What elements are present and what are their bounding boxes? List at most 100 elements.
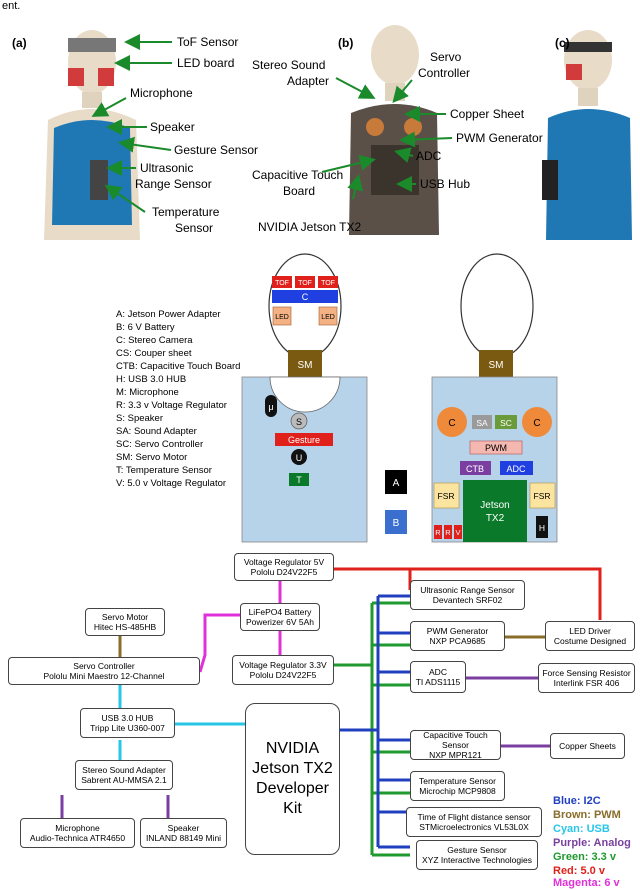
front-neckline	[269, 376, 341, 413]
temp-block: Temperature Sensor Microchip MCP9808	[410, 771, 505, 801]
label-board: Board	[283, 184, 316, 198]
back-cam-left-label: C	[448, 418, 455, 429]
back-usb-hub	[536, 516, 548, 538]
panel-b-label: (b)	[338, 36, 354, 50]
back-camera-left	[437, 407, 467, 437]
tof-label: TOF	[298, 280, 312, 287]
legend-item: Green: 3.3 v	[553, 851, 616, 863]
back-h-label: H	[539, 523, 545, 533]
block-subtitle: Pololu D24V22F5	[249, 670, 317, 680]
block-title: LiFePO4 Battery	[248, 607, 312, 617]
fsr-block: Force Sensing Resistor Interlink FSR 406	[538, 663, 635, 693]
key-item: CS: Couper sheet	[116, 348, 192, 359]
speaker-block: Speaker INLAND 88149 Mini	[140, 818, 227, 848]
jetson-line: Developer	[256, 780, 329, 797]
key-item: SM: Servo Motor	[116, 452, 188, 463]
tof-label: TOF	[275, 280, 289, 287]
key-item: SA: Sound Adapter	[116, 426, 197, 437]
key-item: T: Temperature Sensor	[116, 465, 212, 476]
label-ultrasonic: Ultrasonic	[140, 161, 194, 175]
jetson-line: NVIDIA	[265, 740, 320, 757]
back-rrv-label: R	[445, 528, 451, 537]
front-gesture	[275, 433, 333, 446]
label-sensor: Sensor	[175, 221, 214, 235]
label-nvidia-jetson: NVIDIA Jetson TX2	[258, 220, 362, 234]
tof-label: TOF	[321, 280, 335, 287]
key-item: V: 5.0 v Voltage Regulator	[116, 478, 227, 489]
block-title: Stereo Sound Adapter	[82, 765, 166, 775]
back-rrv-label: V	[455, 528, 460, 537]
copper-block: Copper Sheets	[550, 733, 625, 759]
front-camera	[272, 290, 338, 303]
tag-b	[385, 510, 407, 534]
block-title: Servo Controller	[73, 661, 135, 671]
block-subtitle: Pololu Mini Maestro 12-Channel	[43, 671, 165, 681]
block-title: Ultrasonic Range Sensor	[420, 585, 515, 595]
key-item: SC: Servo Controller	[116, 439, 204, 450]
back-sa-label: SA	[476, 418, 488, 428]
block-title: Force Sensing Resistor	[542, 668, 631, 678]
legend-item: Magenta: 6 v	[553, 877, 620, 889]
block-title: Microphone	[55, 823, 100, 833]
block-subtitle: Powerizer 6V 5Ah	[245, 617, 315, 627]
sound-adapter-block: Stereo Sound Adapter Sabrent AU-MMSA 2.1	[75, 760, 173, 790]
back-jetson-label: Jetson	[480, 500, 509, 511]
back-sc-label: SC	[500, 418, 512, 428]
led-label: LED	[321, 314, 335, 321]
legend-item: Blue: I2C	[553, 795, 601, 807]
block-subtitle: Microchip MCP9808	[419, 786, 496, 796]
block-title: Time of Flight distance sensor	[417, 812, 531, 822]
panel-c-photo	[530, 20, 635, 245]
adc-block: ADC TI ADS1115	[410, 661, 466, 693]
panel-c-label: (c)	[555, 36, 570, 50]
block-title: Gesture Sensor	[447, 845, 507, 855]
label-stereo-sound: Stereo Sound	[252, 58, 326, 72]
back-adc-label: ADC	[506, 464, 526, 474]
legend-item: Brown: PWM	[553, 809, 621, 821]
battery-block: LiFePO4 Battery Powerizer 6V 5Ah	[240, 603, 320, 631]
panel-a-label: (a)	[12, 36, 27, 50]
jetson-line: Kit	[283, 800, 302, 817]
label-gesture-sensor: Gesture Sensor	[174, 143, 259, 157]
front-microphone	[265, 395, 277, 417]
jetson-line: Jetson TX2	[252, 760, 333, 777]
layout-diagram: TOF TOF TOF C LED LED SM μ S Gesture U T…	[241, 253, 558, 543]
servo-controller-block: Servo Controller Pololu Mini Maestro 12-…	[8, 657, 200, 685]
tag-a-label: A	[393, 478, 400, 489]
block-subtitle: Audio-Technica ATR4650	[29, 833, 126, 843]
legend-item: Purple: Analog	[553, 837, 631, 849]
block-title: ADC	[429, 667, 447, 677]
block-title: USB 3.0 HUB	[101, 713, 154, 723]
label-tof-sensor: ToF Sensor	[177, 35, 239, 49]
block-title: Voltage Regulator 5V	[243, 557, 325, 567]
label-adc: ADC	[416, 149, 442, 163]
block-title: Voltage Regulator 3.3V	[239, 660, 327, 670]
gesture-block: Gesture Sensor XYZ Interactive Technolog…	[416, 840, 538, 870]
back-fsr-left-label: FSR	[438, 491, 455, 501]
vreg5-block: Voltage Regulator 5V Pololu D24V22F5	[234, 553, 334, 581]
front-ultrasonic	[291, 449, 307, 465]
front-mic-label: μ	[268, 402, 273, 412]
block-subtitle: INLAND 88149 Mini	[145, 833, 222, 843]
led-left	[272, 306, 292, 326]
block-subtitle: Pololu D24V22F5	[250, 567, 318, 577]
block-subtitle: Costume Designed	[553, 636, 627, 646]
label-temperature: Temperature	[152, 205, 220, 219]
back-fsr-right	[529, 482, 556, 509]
legend-item: Cyan: USB	[553, 823, 610, 835]
block-subtitle: NXP PCA9685	[429, 636, 486, 646]
block-subtitle: TI ADS1115	[415, 677, 461, 687]
block-subtitle: Devantech SRF02	[432, 595, 503, 605]
front-temperature	[289, 473, 309, 486]
block-title: PWM Generator	[426, 626, 489, 636]
block-subtitle: XYZ Interactive Technologies	[422, 855, 532, 865]
vreg33-block: Voltage Regulator 3.3V Pololu D24V22F5	[232, 655, 334, 685]
legend-item: Red: 5.0 v	[553, 865, 605, 877]
front-speaker	[290, 412, 308, 430]
annotation-arrows	[91, 34, 453, 213]
label-usb-hub: USB Hub	[420, 177, 471, 191]
back-sm-label: SM	[489, 360, 504, 371]
usb-hub-block: USB 3.0 HUB Tripp Lite U360-007	[80, 708, 175, 738]
microphone-block: Microphone Audio-Technica ATR4650	[20, 818, 135, 848]
